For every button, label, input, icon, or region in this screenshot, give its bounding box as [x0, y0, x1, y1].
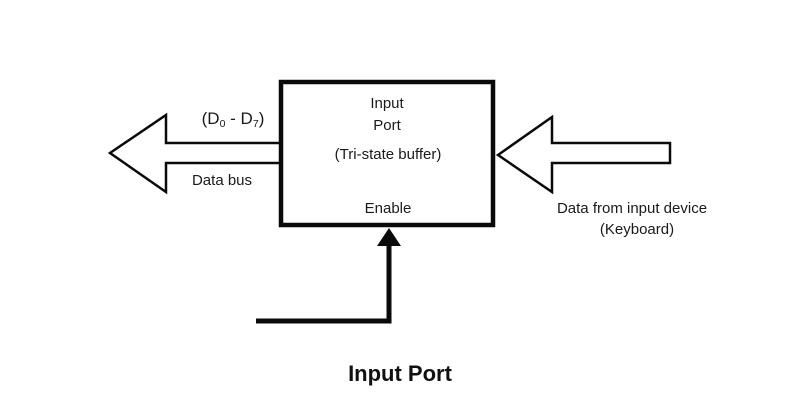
data-bus-range-label: (D0 - D7) [202, 109, 265, 129]
range-post: ) [258, 109, 265, 128]
range-sub-start: 0 [219, 117, 226, 130]
box-label-tristate-buffer: (Tri-state buffer) [334, 146, 442, 163]
input-device-label-line1: Data from input device [556, 200, 708, 217]
input-device-label-line2: (Keyboard) [599, 221, 675, 238]
data-bus-label: Data bus [191, 172, 253, 189]
box-label-input: Input [370, 95, 404, 112]
enable-arrow-line [256, 238, 392, 324]
diagram-title: Input Port [348, 361, 452, 386]
input-port-box [278, 79, 496, 228]
enable-arrow-head-icon [377, 228, 401, 246]
box-label-enable: Enable [364, 200, 412, 217]
input-device-arrow [495, 114, 672, 195]
range-sub-end: 7 [252, 117, 259, 130]
box-label-port: Port [373, 117, 401, 134]
range-mid: - D [225, 109, 253, 128]
range-pre: (D [201, 109, 220, 128]
